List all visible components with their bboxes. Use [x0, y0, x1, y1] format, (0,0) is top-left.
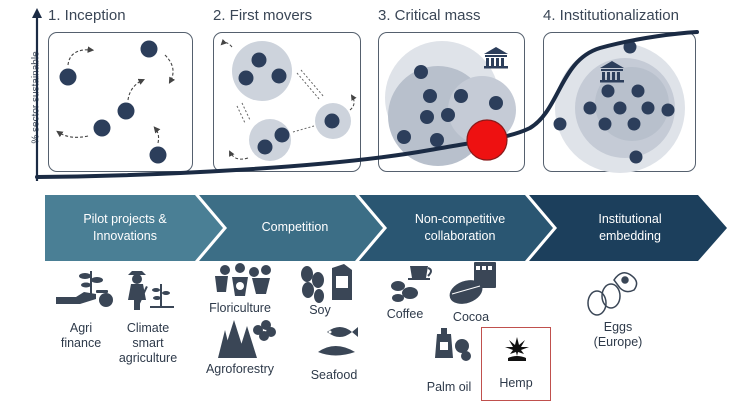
- stage-title-first-movers: 2. First movers: [213, 7, 313, 24]
- hemp-highlight-box: Hemp: [481, 327, 551, 401]
- soy-icon: [301, 264, 352, 303]
- stage-title-institutionalization: 4. Institutionalization: [543, 7, 679, 24]
- sector-label-hemp: Hemp: [499, 376, 533, 390]
- stage-illustrations: [32, 8, 699, 181]
- stage-title-critical-mass: 3. Critical mass: [378, 7, 481, 24]
- phase-chevron-competition: [199, 195, 383, 261]
- adoption-s-curve: [35, 30, 699, 179]
- agri-finance-icon: [56, 271, 113, 307]
- phase-chevron-institutional: [529, 195, 727, 261]
- phase-label-non-competitive: Non-competitive collaboration: [414, 211, 506, 244]
- institutionalization-groups: [553, 40, 685, 173]
- sector-label-soy: Soy: [309, 303, 331, 317]
- cocoa-icon: [449, 262, 496, 304]
- sector-label-eggs: Eggs (Europe): [593, 320, 643, 349]
- inception-actors: [56, 40, 176, 164]
- institution-icon-institutionalization: [600, 61, 624, 83]
- sector-icons: [56, 262, 638, 361]
- sector-label-seafood: Seafood: [310, 368, 358, 382]
- phase-chevron-non-competitive: [359, 195, 553, 261]
- palm-oil-icon: [435, 328, 471, 361]
- sector-label-agroforestry: Agroforestry: [205, 362, 275, 376]
- current-position-marker: [466, 119, 508, 161]
- sector-label-floriculture: Floriculture: [209, 301, 271, 315]
- critical-mass-groups: [385, 41, 516, 166]
- phase-chevron-pilot: [45, 195, 223, 261]
- sector-label-palm-oil: Palm oil: [426, 380, 472, 394]
- institution-icon-critical-mass: [484, 47, 508, 69]
- eggs-icon: [587, 272, 638, 316]
- phase-label-pilot: Pilot projects & Innovations: [83, 211, 167, 244]
- sector-label-cocoa: Cocoa: [452, 310, 490, 324]
- phase-arrows: [45, 195, 727, 261]
- stage-title-inception: 1. Inception: [48, 7, 126, 24]
- hemp-leaf-icon: [505, 337, 529, 361]
- phase-label-competition: Competition: [261, 220, 329, 235]
- seafood-icon: [318, 327, 358, 356]
- sector-label-agri-finance: Agri finance: [60, 321, 102, 350]
- phase-label-institutional: Institutional embedding: [598, 211, 662, 244]
- sector-label-climate-smart-agriculture: Climate smart agriculture: [118, 321, 178, 365]
- sector-label-coffee: Coffee: [386, 307, 424, 321]
- first-movers-groups: [220, 39, 357, 161]
- axes: [32, 8, 42, 181]
- coffee-icon: [391, 266, 432, 302]
- floriculture-icon: [215, 263, 271, 296]
- climate-smart-agriculture-icon: [128, 271, 174, 310]
- agroforestry-icon: [218, 320, 276, 358]
